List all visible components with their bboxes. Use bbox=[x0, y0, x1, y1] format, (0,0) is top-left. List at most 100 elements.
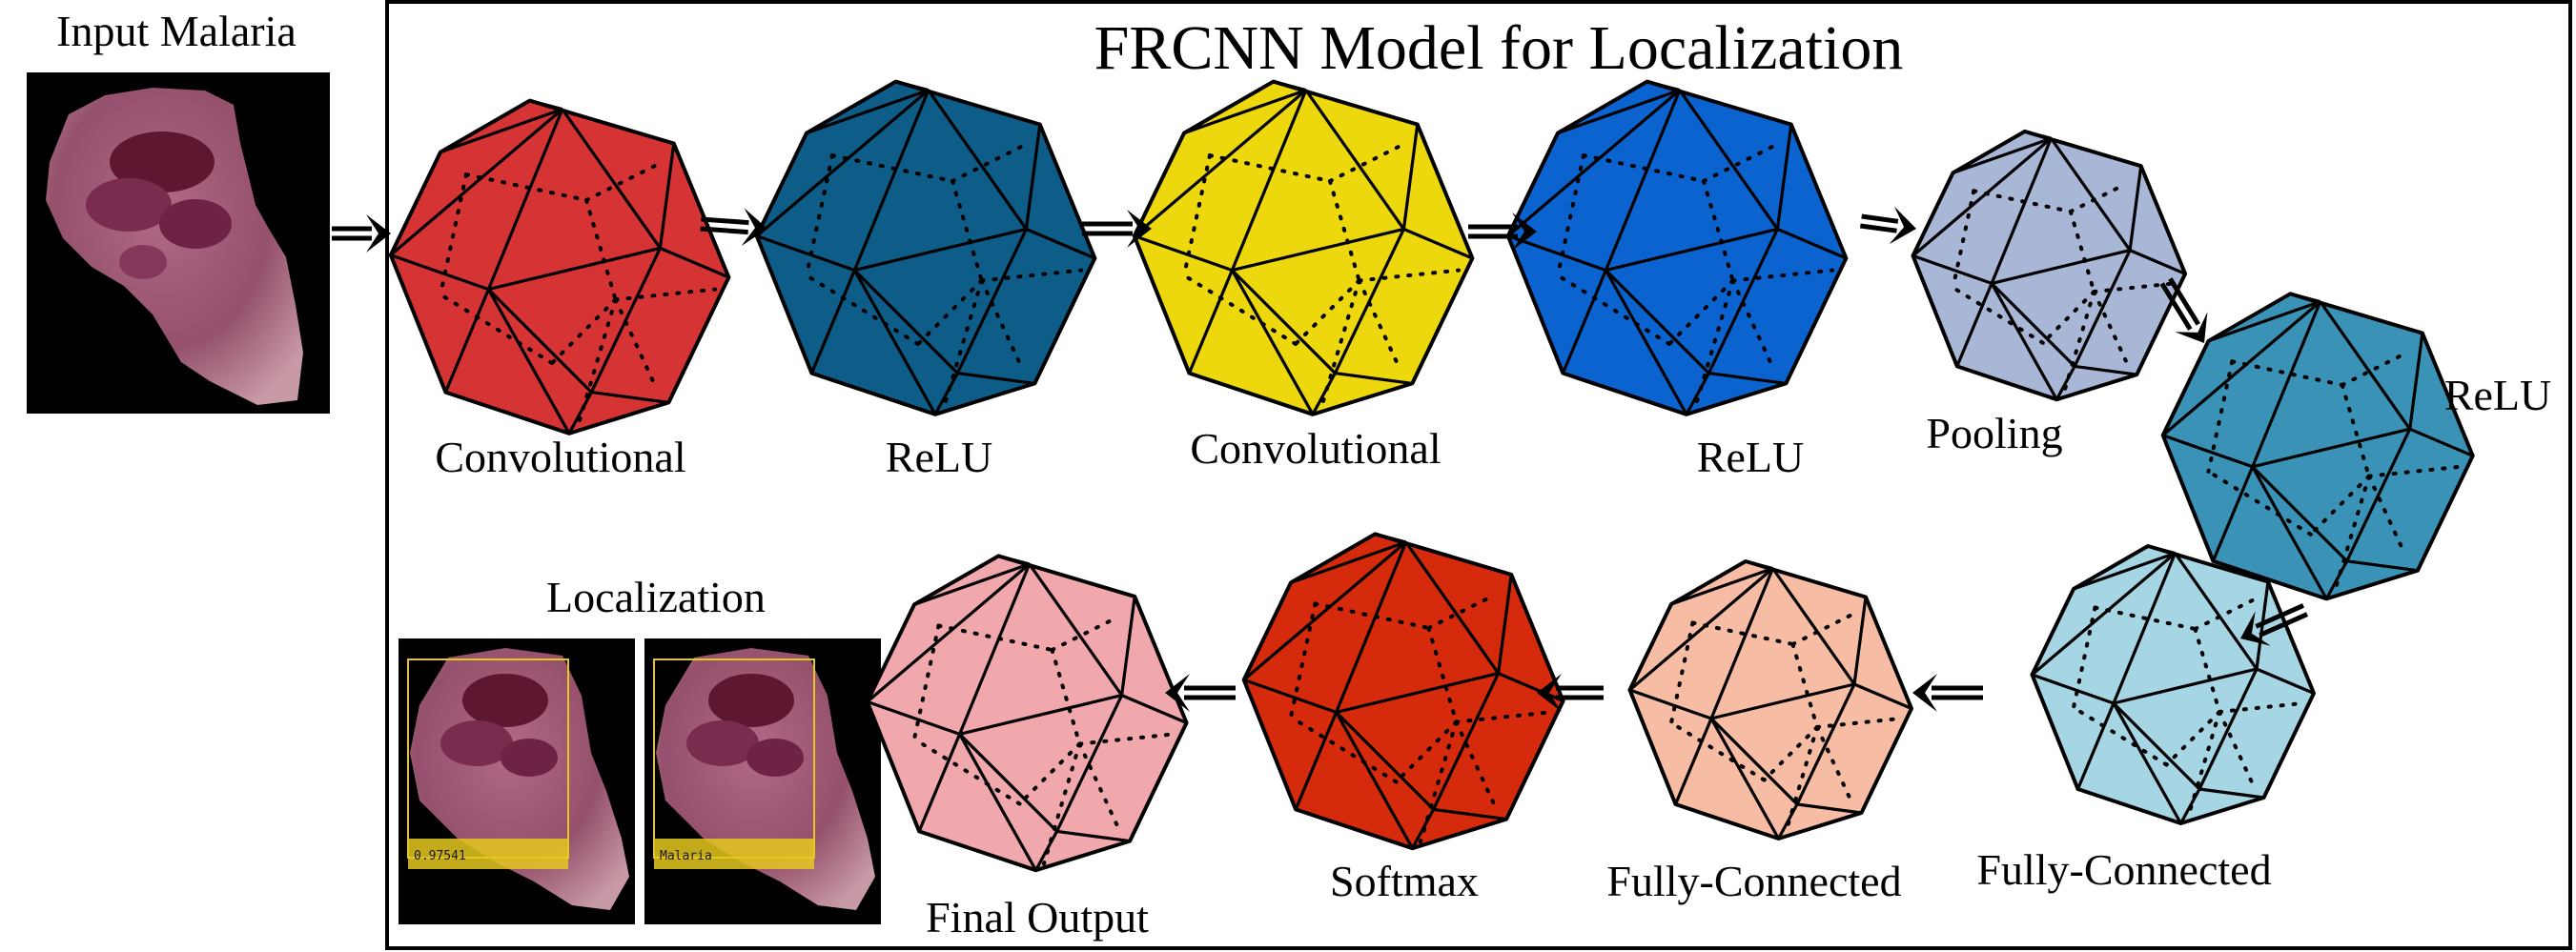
visible-edge bbox=[895, 80, 930, 92]
visible-edge bbox=[1056, 829, 1131, 843]
visible-edge bbox=[2211, 466, 2255, 562]
visible-edge bbox=[1411, 808, 1436, 849]
visible-edge bbox=[853, 269, 937, 415]
visible-edge bbox=[2112, 552, 2177, 704]
visible-edge bbox=[2345, 428, 2412, 562]
hidden-edge bbox=[1972, 189, 2073, 213]
hidden-edge bbox=[584, 164, 657, 202]
visible-edge bbox=[659, 246, 730, 279]
visible-edge bbox=[2179, 788, 2201, 824]
visible-edge bbox=[1335, 711, 1435, 811]
layer-conv2-label: Convolutional bbox=[1190, 424, 1441, 473]
visible-edge bbox=[853, 269, 959, 375]
visible-edge bbox=[854, 227, 1027, 273]
visible-edge bbox=[2252, 427, 2411, 469]
hidden-edge bbox=[1077, 732, 1176, 746]
layer-relu2 bbox=[1505, 79, 1849, 416]
visible-edge bbox=[2112, 701, 2201, 791]
visible-edge bbox=[958, 733, 1058, 833]
hidden-edge bbox=[805, 273, 920, 346]
layer-fc1-label: Fully-Connected bbox=[1976, 845, 2271, 894]
hidden-edge bbox=[2068, 210, 2096, 294]
visible-edge bbox=[1024, 124, 1042, 230]
input-image bbox=[27, 72, 330, 414]
visible-edge bbox=[1771, 567, 1856, 685]
visible-edge bbox=[958, 733, 1037, 871]
visible-edge bbox=[2319, 300, 2412, 431]
visible-edge bbox=[1187, 269, 1234, 375]
hidden-edge bbox=[1582, 153, 1706, 183]
visible-edge bbox=[1335, 372, 1413, 385]
arrow-conv2-to-relu2 bbox=[1468, 213, 1537, 251]
layer-relu3-label: ReLU bbox=[2444, 371, 2551, 419]
visible-edge bbox=[1775, 124, 1793, 230]
visible-edge bbox=[1290, 540, 1407, 584]
arrow-group bbox=[332, 206, 2309, 712]
visible-edge bbox=[1670, 566, 1774, 606]
hidden-edge bbox=[1294, 278, 1361, 346]
hidden-edge bbox=[1182, 273, 1298, 346]
visible-edge bbox=[806, 89, 930, 135]
hidden-edge bbox=[1454, 719, 1496, 805]
visible-edge bbox=[1674, 718, 1713, 805]
visible-edge bbox=[1852, 597, 1868, 685]
visible-edge bbox=[1707, 228, 1779, 375]
hidden-edge bbox=[613, 297, 657, 388]
visible-edge bbox=[2031, 673, 2115, 705]
layer-soft bbox=[1241, 532, 1565, 851]
visible-edge bbox=[1055, 694, 1124, 833]
visible-edge bbox=[867, 699, 961, 736]
visible-edge bbox=[2147, 544, 2176, 556]
hidden-edge bbox=[1426, 594, 1496, 630]
hidden-edge bbox=[1951, 285, 2045, 345]
visible-edge bbox=[1120, 596, 1136, 696]
hidden-edge bbox=[1702, 145, 1774, 183]
visible-edge bbox=[2174, 552, 2259, 670]
hidden-edge bbox=[979, 268, 1083, 283]
hidden-edge bbox=[2218, 710, 2255, 785]
hidden-edge bbox=[1815, 717, 1902, 729]
visible-edge bbox=[1745, 559, 1773, 571]
hidden-edge bbox=[1289, 715, 1399, 784]
arrow-relu1-to-conv2 bbox=[1082, 210, 1152, 248]
hidden-edge bbox=[1762, 725, 1819, 782]
visible-edge bbox=[1404, 540, 1500, 675]
hidden-edge bbox=[1951, 189, 1976, 290]
visible-edge bbox=[1795, 683, 1856, 805]
visible-edge bbox=[1955, 282, 1993, 368]
visible-edge bbox=[486, 108, 564, 291]
layer-soft-label: Softmax bbox=[1330, 857, 1479, 905]
layer-relu3 bbox=[2160, 292, 2475, 601]
hidden-edge bbox=[1208, 153, 1332, 183]
arrow-conv1-to-relu1 bbox=[700, 208, 767, 247]
arrow-pool-to-relu3 bbox=[2159, 277, 2208, 343]
visible-edge bbox=[2031, 552, 2177, 677]
visible-edge bbox=[1374, 532, 1407, 544]
localization-image-score bbox=[399, 638, 635, 924]
visible-edge bbox=[2050, 137, 2132, 252]
layer-conv2 bbox=[1132, 79, 1475, 416]
visible-edge bbox=[2161, 300, 2321, 437]
hidden-edge bbox=[830, 153, 954, 183]
layer-relu1 bbox=[754, 79, 1097, 416]
visible-edge bbox=[1991, 249, 2131, 285]
hidden-edge bbox=[2308, 474, 2371, 537]
hidden-edge bbox=[1690, 620, 1795, 646]
hidden-edge bbox=[584, 198, 618, 302]
localization-label: Localization bbox=[546, 573, 766, 621]
arrow-relu3-to-fc1 bbox=[2240, 603, 2309, 646]
hidden-edge bbox=[1050, 648, 1082, 746]
visible-edge bbox=[809, 269, 856, 375]
visible-edge bbox=[1120, 694, 1188, 724]
hidden-edge bbox=[1667, 278, 1735, 346]
visible-edge bbox=[933, 372, 959, 415]
visible-edge bbox=[1402, 227, 1474, 260]
visible-edge bbox=[1507, 234, 1606, 273]
hidden-edge bbox=[1556, 273, 1671, 346]
layer-fc1 bbox=[2030, 544, 2316, 825]
arrow-fc2-to-softmax bbox=[1537, 674, 1604, 712]
hidden-edge bbox=[1357, 278, 1400, 369]
visible-edge bbox=[1497, 574, 1513, 674]
hidden-edge bbox=[2340, 383, 2371, 478]
